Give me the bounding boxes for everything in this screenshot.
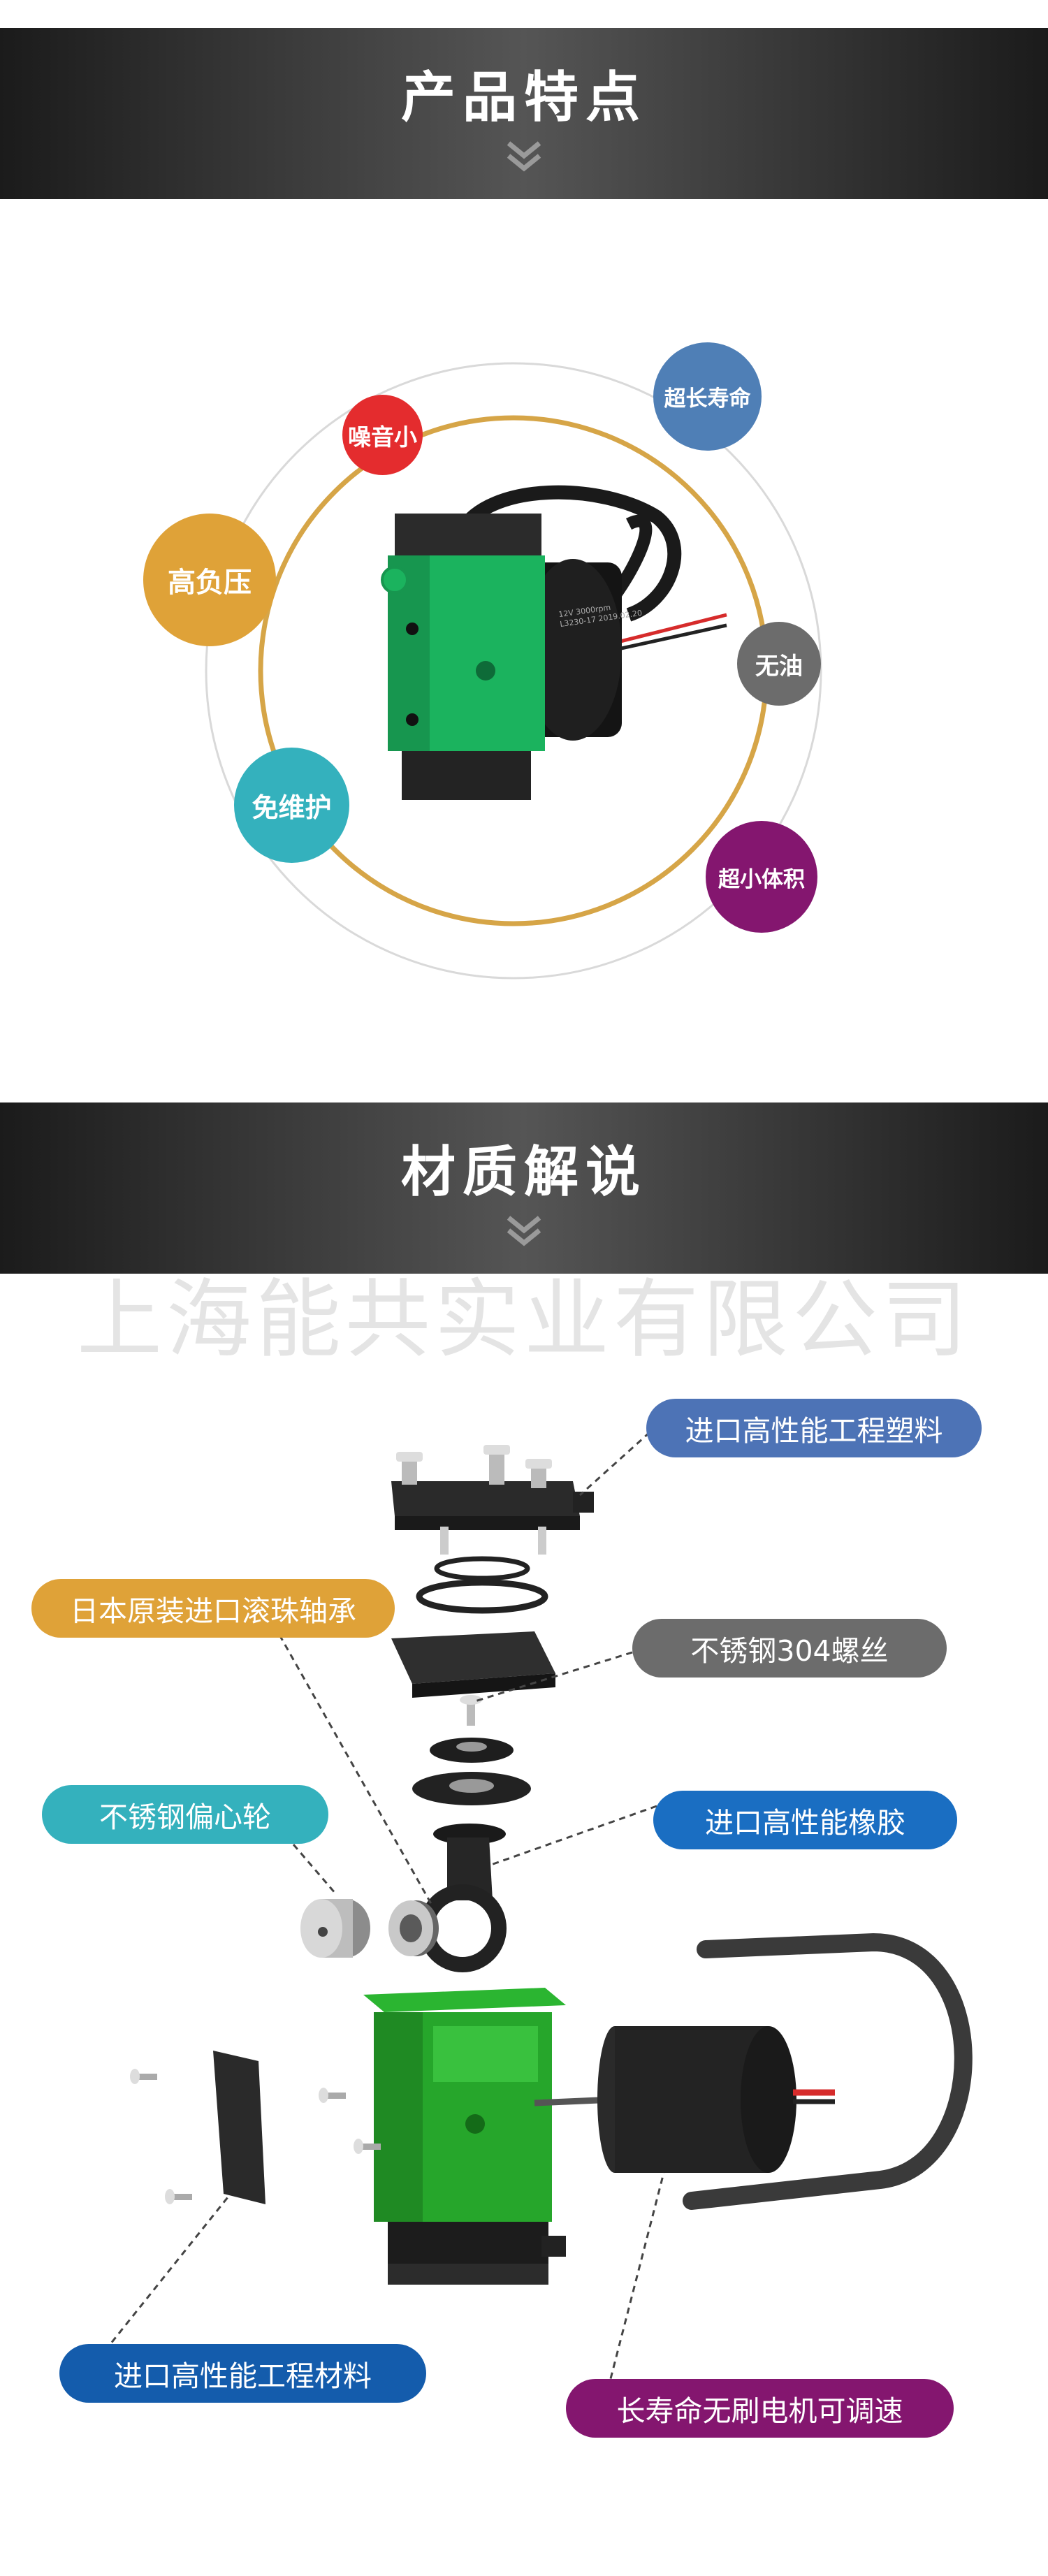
feature-bubble-oil-free: 无油 <box>737 622 821 706</box>
callout-ball-bearing: 日本原装进口滚珠轴承 <box>31 1579 395 1638</box>
company-watermark: 上海能共实业有限公司 <box>77 1270 971 1369</box>
feature-bubble-long-life: 超长寿命 <box>653 342 762 451</box>
feature-label: 免维护 <box>252 792 332 823</box>
callout-label: 不锈钢304螺丝 <box>690 1634 889 1668</box>
chevron-down-icon <box>507 1215 541 1246</box>
section-banner-features: 产品特点 <box>0 28 1048 199</box>
callout-label: 不锈钢偏心轮 <box>99 1800 271 1834</box>
leader-lines <box>103 1431 665 2390</box>
feature-bubble-maintenance-free: 免维护 <box>234 748 349 863</box>
connecting-rod-part <box>419 1824 507 1972</box>
loose-screw-part <box>130 2069 381 2204</box>
feature-ring-diagram <box>205 362 822 980</box>
feature-label: 噪音小 <box>348 423 417 451</box>
callout-stainless-screws: 不锈钢304螺丝 <box>632 1619 947 1678</box>
feature-bubble-high-vacuum: 高负压 <box>143 514 276 646</box>
callout-label: 进口高性能工程材料 <box>114 2359 372 2393</box>
side-plate-part <box>213 2051 265 2204</box>
pump-product-image <box>381 485 727 800</box>
callout-engineering-plastic: 进口高性能工程塑料 <box>646 1399 982 1457</box>
callout-label: 进口高性能工程塑料 <box>685 1414 943 1448</box>
brushless-motor-part <box>534 2026 835 2173</box>
outer-ring <box>205 362 822 980</box>
eccentric-wheel-part <box>300 1899 370 1958</box>
air-tube-part <box>683 1933 973 2210</box>
feature-bubble-compact: 超小体积 <box>706 821 817 933</box>
screw-part <box>467 1701 475 1726</box>
valve-plate-part <box>391 1631 555 1684</box>
plastic-head-part <box>391 1445 594 1555</box>
section-banner-materials: 材质解说 <box>0 1103 1048 1274</box>
o-ring-part <box>416 1579 548 1614</box>
callout-label: 进口高性能橡胶 <box>705 1806 905 1840</box>
section-title-materials: 材质解说 <box>400 1140 647 1204</box>
pump-body-part <box>363 1988 566 2285</box>
feature-label: 高负压 <box>168 567 252 599</box>
feature-label: 超长寿命 <box>664 386 751 412</box>
gasket-part <box>434 1556 530 1581</box>
section-title-features: 产品特点 <box>400 66 647 129</box>
callout-label: 日本原装进口滚珠轴承 <box>70 1594 356 1628</box>
feature-label: 超小体积 <box>718 866 805 892</box>
ball-bearing-part <box>388 1900 439 1956</box>
callout-eccentric-wheel: 不锈钢偏心轮 <box>42 1785 328 1844</box>
callout-rubber: 进口高性能橡胶 <box>653 1791 957 1849</box>
exploded-view-diagram <box>103 1431 973 2390</box>
feature-bubble-low-noise: 噪音小 <box>342 395 423 475</box>
callout-brushless-motor: 长寿命无刷电机可调速 <box>566 2379 954 2438</box>
feature-label: 无油 <box>755 652 803 681</box>
chevron-down-icon <box>507 140 541 172</box>
callout-engineering-material: 进口高性能工程材料 <box>59 2344 426 2403</box>
callout-label: 长寿命无刷电机可调速 <box>616 2394 903 2428</box>
